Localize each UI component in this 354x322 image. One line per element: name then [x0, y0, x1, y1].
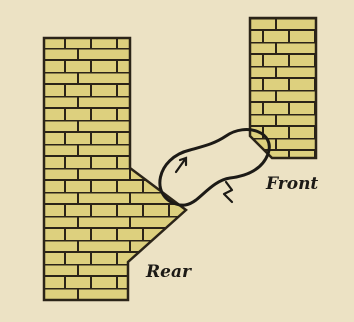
- rotation-arrow-icon: [176, 158, 186, 172]
- hinge-loop: [160, 130, 269, 206]
- rear-label: Rear: [146, 264, 191, 281]
- front-label: Front: [266, 176, 318, 193]
- squiggle-mark-icon: [224, 182, 232, 202]
- front-wall: [250, 18, 316, 158]
